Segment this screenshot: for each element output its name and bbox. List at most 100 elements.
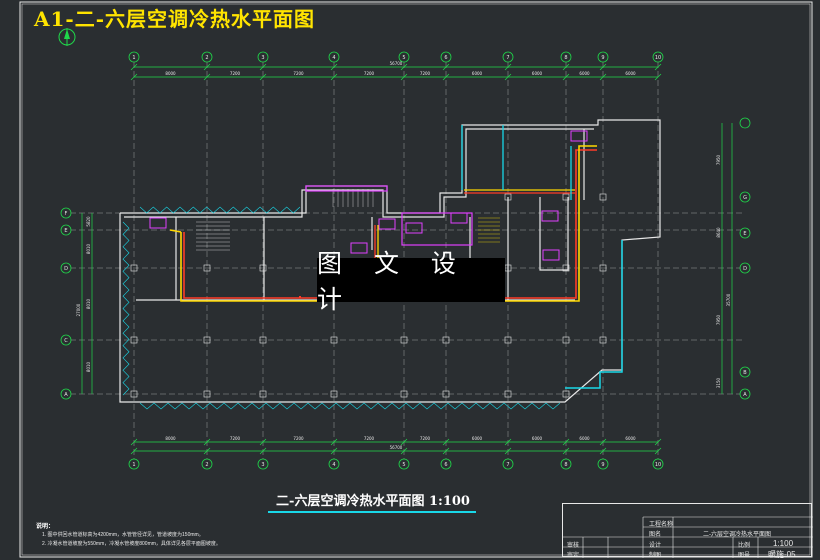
axis-bubble-left-circle bbox=[60, 207, 72, 219]
axis-bubble-top-label: 4 bbox=[332, 55, 335, 61]
branch-return bbox=[169, 229, 182, 233]
axis-bubble-right-label: D bbox=[743, 266, 747, 272]
dim-bottom-segment-label: 7200 bbox=[364, 436, 375, 441]
dim-top-segment-label: 7200 bbox=[293, 71, 304, 76]
axis-bubble-left-circle bbox=[60, 224, 72, 236]
structural-column bbox=[203, 336, 211, 344]
watermark: 图 文 设 计 bbox=[317, 249, 505, 314]
fan-coil-unit bbox=[450, 212, 468, 224]
dim-top-total-label: 56700 bbox=[390, 61, 403, 66]
dim-top-segment-label: 7200 bbox=[420, 71, 431, 76]
dim-tick bbox=[203, 63, 211, 71]
axis-bubble-right-circle bbox=[739, 388, 751, 400]
fan-coil-unit bbox=[570, 130, 588, 142]
axis-bubble-right-label: E bbox=[743, 231, 746, 237]
dim-tick bbox=[562, 63, 570, 71]
axis-bubble-left-circle bbox=[60, 262, 72, 274]
dim-tick bbox=[654, 63, 662, 71]
structural-column bbox=[400, 336, 408, 344]
dim-tick bbox=[330, 73, 338, 81]
structural-column bbox=[259, 264, 267, 272]
dim-top-segment-label: 7200 bbox=[364, 71, 375, 76]
axis-bubble-top-label: 1 bbox=[132, 55, 135, 61]
axis-bubble-bottom-circle bbox=[398, 458, 410, 470]
tb-designer-label: 设计 bbox=[649, 543, 662, 549]
dim-tick bbox=[400, 438, 408, 446]
dim-tick bbox=[442, 438, 450, 446]
axis-bubble-top-label: 6 bbox=[444, 55, 447, 61]
dim-bottom-segment-label: 7200 bbox=[293, 436, 304, 441]
axis-bubble-top-label: 3 bbox=[261, 55, 264, 61]
structural-column bbox=[330, 390, 338, 398]
dim-top-segment-label: 6000 bbox=[579, 71, 590, 76]
drawing-title: A1-二-六层空调冷热水平面图 bbox=[34, 7, 316, 31]
axis-bubble-bottom-label: 1 bbox=[132, 462, 135, 468]
structural-column bbox=[130, 336, 138, 344]
tb-scale-value: 1:100 bbox=[773, 539, 794, 548]
sheet-border bbox=[19, 1, 813, 558]
dim-tick bbox=[330, 447, 338, 455]
dim-tick bbox=[654, 73, 662, 81]
axis-bubble-bottom-label: 2 bbox=[205, 462, 208, 468]
fan-coil-unit bbox=[405, 222, 423, 234]
title-block: 工程名称 图名 二-六层空调冷热水平面图 审核 审定 设计 制图 比例 1:10… bbox=[562, 503, 813, 559]
dim-tick bbox=[330, 63, 338, 71]
structural-column bbox=[330, 336, 338, 344]
structural-column bbox=[259, 336, 267, 344]
axis-bubble-bottom-label: 4 bbox=[332, 462, 335, 468]
axis-bubble-bottom-circle bbox=[502, 458, 514, 470]
condensate-pipe bbox=[565, 240, 623, 389]
exterior-wall-inner bbox=[124, 128, 594, 218]
structural-column bbox=[130, 390, 138, 398]
axis-bubble-top-circle bbox=[597, 51, 609, 63]
dim-top-segment-label: 6000 bbox=[625, 71, 636, 76]
dim-tick bbox=[504, 73, 512, 81]
structural-column bbox=[259, 390, 267, 398]
dim-tick bbox=[259, 73, 267, 81]
toilet-zone bbox=[401, 212, 473, 246]
dim-tick bbox=[562, 73, 570, 81]
axis-bubble-bottom-circle bbox=[128, 458, 140, 470]
dim-top-segment-label: 6000 bbox=[532, 71, 543, 76]
axis-bubble-bottom-label: 7 bbox=[506, 462, 509, 468]
axis-bubble-bottom-circle bbox=[652, 458, 664, 470]
structural-column bbox=[504, 264, 512, 272]
axis-bubble-right-circle bbox=[739, 366, 751, 378]
dim-bottom-segment-label: 6000 bbox=[625, 436, 636, 441]
duct-box bbox=[305, 185, 388, 192]
dim-tick bbox=[504, 447, 512, 455]
fan-coil-unit bbox=[350, 242, 368, 254]
fan-coil-unit bbox=[542, 249, 560, 261]
structural-column bbox=[599, 336, 607, 344]
dim-tick bbox=[130, 438, 138, 446]
axis-bubble-left-label: F bbox=[65, 211, 68, 217]
axis-bubble-right-label: B bbox=[743, 370, 747, 376]
dim-tick bbox=[504, 438, 512, 446]
dim-tick bbox=[562, 447, 570, 455]
dim-top-segment-label: 8000 bbox=[165, 71, 176, 76]
dim-bottom-segment-label: 8000 bbox=[165, 436, 176, 441]
axis-bubble-right-label: G bbox=[743, 195, 747, 201]
dimension-lines bbox=[81, 63, 733, 455]
tb-review-label: 审核 bbox=[567, 543, 580, 549]
structural-column bbox=[562, 264, 570, 272]
dim-tick bbox=[130, 73, 138, 81]
dim-tick bbox=[259, 63, 267, 71]
structural-column bbox=[400, 390, 408, 398]
dim-right-segment-label: 3150 bbox=[716, 377, 721, 388]
curtain-wall-bottom bbox=[139, 402, 561, 410]
dim-tick bbox=[599, 438, 607, 446]
axis-bubble-bottom-label: 5 bbox=[402, 462, 405, 468]
plan-caption-underline bbox=[268, 511, 476, 513]
dim-left-segment-label: 8010 bbox=[86, 298, 91, 309]
dim-bottom-segment-label: 6000 bbox=[532, 436, 543, 441]
axis-bubble-top-circle bbox=[398, 51, 410, 63]
plan-caption: 二-六层空调冷热水平面图 1:100 bbox=[276, 494, 470, 509]
dim-bottom-segment-label: 6000 bbox=[472, 436, 483, 441]
axis-bubble-top-label: 7 bbox=[506, 55, 509, 61]
axis-bubble-bottom-label: 3 bbox=[261, 462, 264, 468]
structural-column bbox=[504, 390, 512, 398]
axis-bubble-top-circle bbox=[560, 51, 572, 63]
